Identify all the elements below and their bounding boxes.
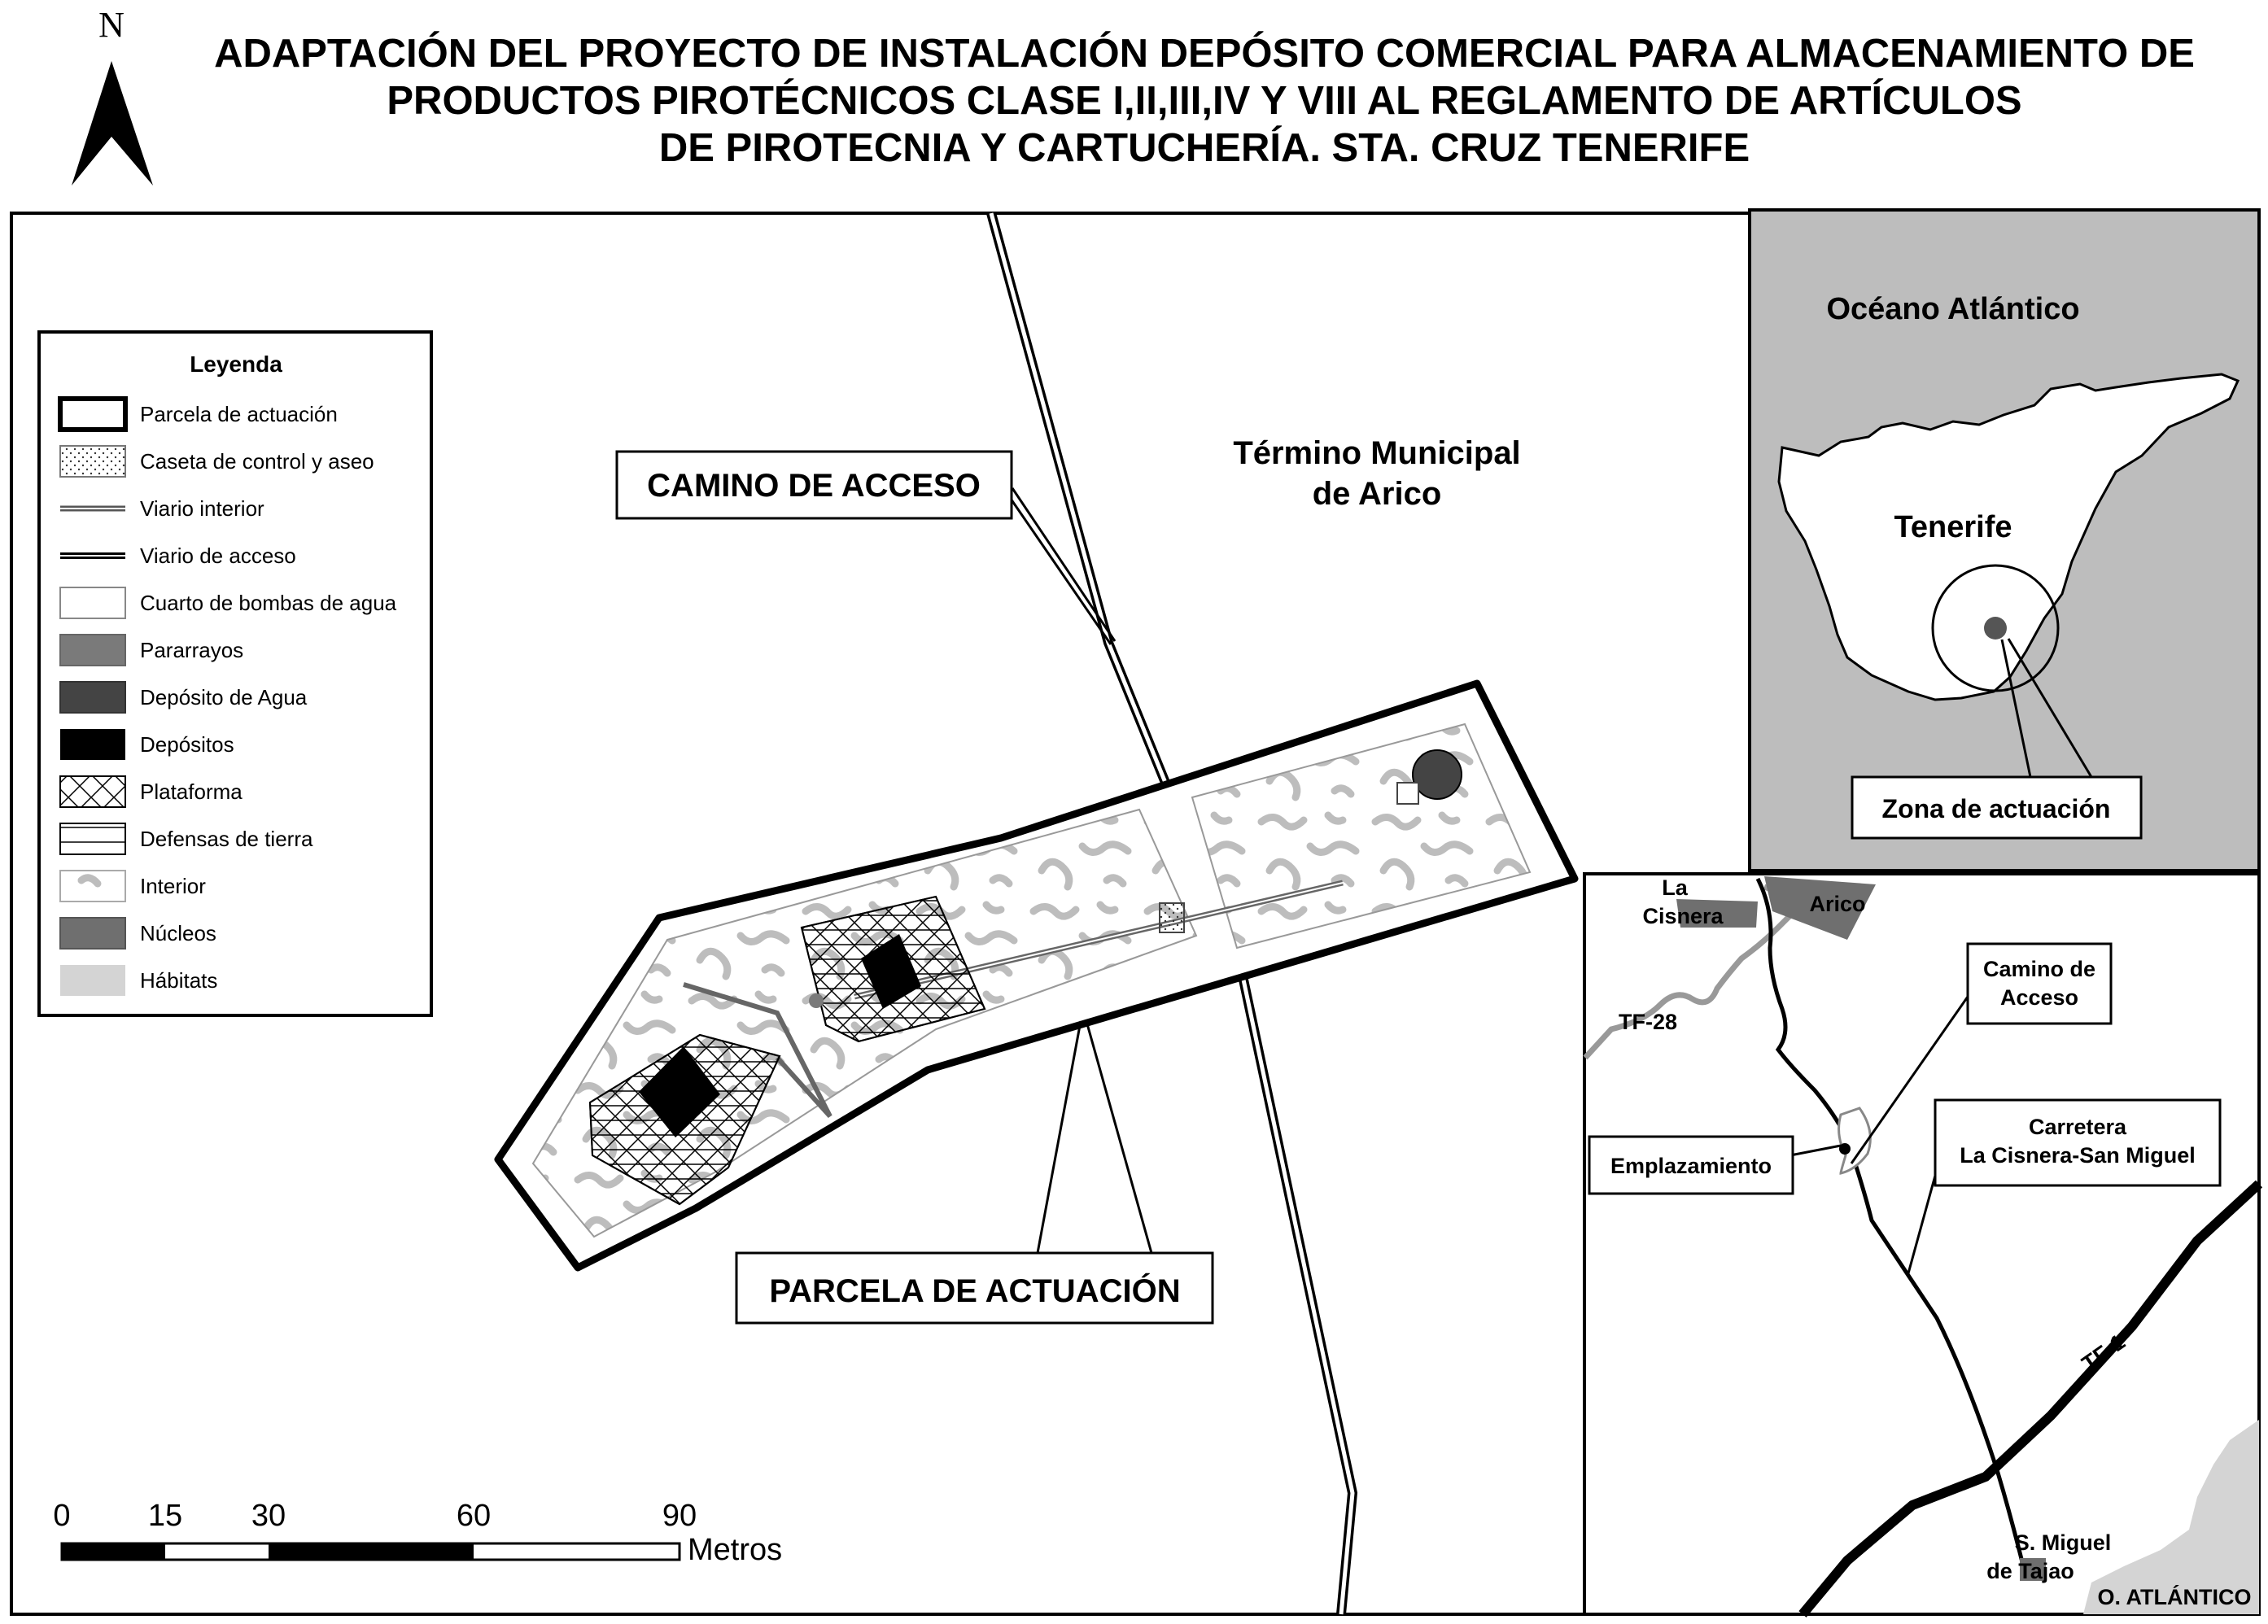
place-cisnera-label: Cisnera <box>1642 904 1724 928</box>
legend-symbol-parcel <box>58 396 128 432</box>
scale-tick-label: 0 <box>53 1499 70 1533</box>
access-road-label: CAMINO DE ACCESO <box>647 468 981 504</box>
place-la-label: La <box>1662 875 1688 900</box>
access-callout-line-2: Acceso <box>2000 985 2078 1010</box>
north-arrow-icon: N <box>72 5 153 186</box>
legend-item-label: Núcleos <box>140 921 216 945</box>
legend-symbol-habitats <box>60 965 125 996</box>
map-title-line-2: PRODUCTOS PIROTÉCNICOS CLASE I,II,III,IV… <box>387 79 2021 123</box>
legend-symbol-platform <box>59 775 126 808</box>
map-title-line-3: DE PIROTECNIA Y CARTUCHERÍA. STA. CRUZ T… <box>659 126 1750 170</box>
place-tajao-label: de Tajao <box>1986 1559 2074 1583</box>
access-road-callout: CAMINO DE ACCESO <box>615 450 1117 645</box>
scale-unit: Metros <box>688 1533 782 1567</box>
depot-2 <box>639 1046 720 1137</box>
legend-item-label: Cuarto de bombas de agua <box>140 591 397 615</box>
ocean-small-label: O. ATLÁNTICO <box>2098 1584 2252 1609</box>
map-title-line-1: ADAPTACIÓN DEL PROYECTO DE INSTALACIÓN D… <box>214 31 2195 76</box>
carretera-callout-line-1: Carretera <box>2029 1115 2127 1139</box>
inset-island-map: Océano Atlántico Tenerife Zona de actuac… <box>1748 208 2261 872</box>
legend-symbol-booth <box>59 445 126 478</box>
zone-label: Zona de actuación <box>1882 794 2111 823</box>
legend-item-label: Plataforma <box>140 779 243 804</box>
road-tf28-label: TF-28 <box>1619 1010 1677 1034</box>
legend-item-label: Depósito de Agua <box>140 685 308 709</box>
legend-symbol-pump-room <box>59 587 126 619</box>
legend-item-label: Interior <box>140 874 206 898</box>
legend-symbol-depots <box>60 729 125 760</box>
legend-item-label: Hábitats <box>140 968 217 993</box>
municipality-label-1: Término Municipal <box>1233 435 1520 471</box>
legend-symbol-lightning-rod <box>59 634 126 666</box>
island-label: Tenerife <box>1894 510 2012 544</box>
parcel-of-actuation <box>494 679 1579 1272</box>
depot-1 <box>861 934 921 1009</box>
legend-item-label: Viario de acceso <box>140 544 296 568</box>
inset-local-map: La Cisnera Arico TF-28 S. Miguel de Taja… <box>1583 872 2263 1617</box>
legend-item-label: Depósitos <box>140 732 234 757</box>
zone-marker <box>1984 617 2007 640</box>
scale-tick-label: 30 <box>251 1499 286 1533</box>
legend-symbol-water-tank <box>59 681 126 714</box>
legend: Leyenda Parcela de actuación Caseta de c… <box>37 330 433 1017</box>
scale-tick-label: 60 <box>457 1499 491 1533</box>
carretera-callout-line-2: La Cisnera-San Miguel <box>1960 1143 2196 1168</box>
pump-room <box>1396 782 1419 805</box>
scale-tick-label: 15 <box>148 1499 182 1533</box>
legend-title: Leyenda <box>190 351 282 377</box>
control-booth <box>1159 902 1185 933</box>
scale-tick-label: 90 <box>662 1499 697 1533</box>
settlement-arico <box>1764 876 1876 940</box>
legend-item-label: Caseta de control y aseo <box>140 449 374 474</box>
scale-bar: 0 15 30 60 90 Metros <box>53 1499 782 1567</box>
legend-symbol-earth-defenses <box>59 823 126 855</box>
water-tank <box>1412 749 1462 800</box>
place-arico-label: Arico <box>1809 892 1865 916</box>
site-callout-label: Emplazamiento <box>1610 1154 1772 1178</box>
lightning-rod <box>809 993 824 1008</box>
municipality-label-2: de Arico <box>1313 476 1442 512</box>
road-tf28 <box>1583 884 1795 1060</box>
north-label: N <box>98 5 125 45</box>
settlement-san-miguel <box>2020 1558 2046 1581</box>
place-san-miguel-label: S. Miguel <box>2015 1530 2112 1555</box>
legend-symbol-nuclei <box>59 917 126 950</box>
plot-callout: PARCELA DE ACTUACIÓN <box>735 1020 1214 1325</box>
legend-item-label: Defensas de tierra <box>140 827 313 851</box>
legend-item-label: Parcela de actuación <box>140 402 338 426</box>
tenerife-island-outline <box>1777 373 2240 701</box>
site-marker <box>1839 1143 1851 1155</box>
legend-item-label: Pararrayos <box>140 638 243 662</box>
legend-item-label: Viario interior <box>140 496 264 521</box>
plot-label: PARCELA DE ACTUACIÓN <box>769 1272 1180 1309</box>
legend-symbol-interior <box>59 870 126 902</box>
access-callout-line-1: Camino de <box>1983 957 2095 981</box>
settlement-la-cisnera <box>1676 899 1758 928</box>
zone-circle <box>1931 564 2060 692</box>
highway-tf1 <box>1798 1180 2263 1617</box>
ocean-area <box>2083 1420 2259 1614</box>
ocean-label: Océano Atlántico <box>1826 292 2079 326</box>
